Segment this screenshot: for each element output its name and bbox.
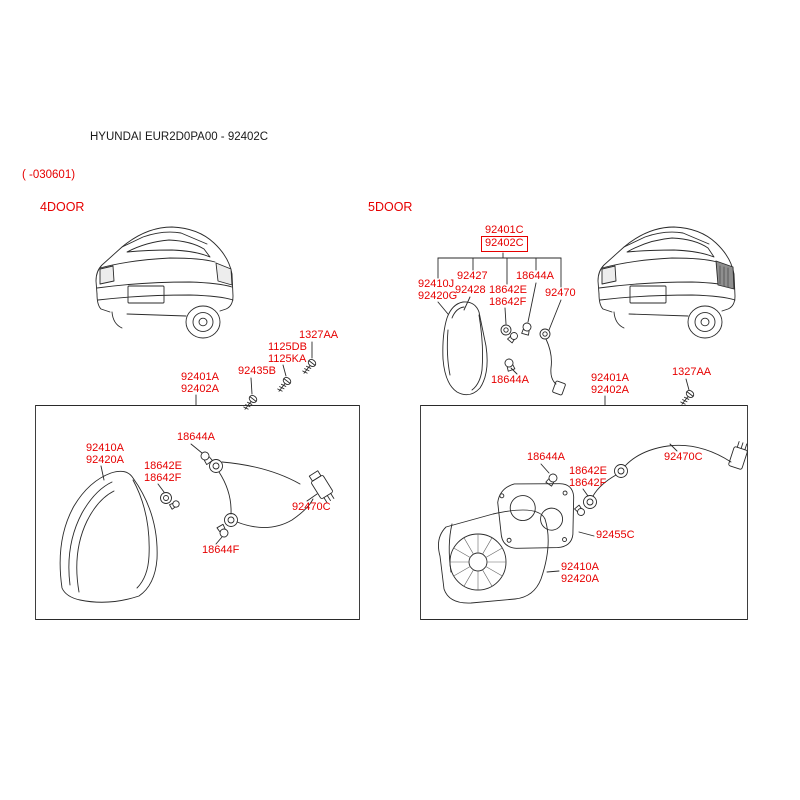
- part-number-18642f-box[interactable]: 18642F: [569, 476, 607, 489]
- part-number-92401a-5door[interactable]: 92401A: [591, 372, 629, 384]
- part-label-92410j-92420g-5door[interactable]: 92410J 92420G: [418, 278, 458, 302]
- part-label-92455c-5door-box[interactable]: 92455C: [596, 529, 635, 541]
- section-title-5door: 5DOOR: [368, 200, 413, 214]
- part-label-18644a-5door-mid[interactable]: 18644A: [491, 374, 529, 386]
- revision-code: ( -030601): [22, 169, 76, 181]
- detail-box-4door: [35, 405, 360, 620]
- part-number-18642e-box[interactable]: 18642E: [569, 465, 607, 477]
- part-number-92401a[interactable]: 92401A: [181, 371, 219, 383]
- harness-5door-drawing: [545, 441, 748, 516]
- part-label-18642e-18642f-5door-tree[interactable]: 18642E 18642F: [489, 284, 527, 308]
- part-label-18642e-18642f-4door-box[interactable]: 18642E 18642F: [144, 460, 182, 484]
- part-number-18642f[interactable]: 18642F: [144, 471, 182, 484]
- part-number-92410j[interactable]: 92410J: [418, 278, 455, 290]
- screw-92435b-4door-icon: [243, 395, 258, 410]
- part-label-18644a-4door-box[interactable]: 18644A: [177, 431, 215, 443]
- gasket-92455c-drawing: [497, 483, 575, 549]
- harness-4door-drawing: [160, 451, 335, 538]
- part-label-92470-5door[interactable]: 92470: [545, 287, 576, 299]
- part-number-92410a-box[interactable]: 92410A: [561, 561, 599, 573]
- part-label-92401c-5door[interactable]: 92401C: [485, 224, 524, 236]
- part-label-92401a-92402a-5door[interactable]: 92401A 92402A: [591, 372, 629, 396]
- part-number-92410a[interactable]: 92410A: [86, 442, 124, 454]
- leader-lines-4door: [100, 341, 318, 545]
- part-number-18642e[interactable]: 18642E: [144, 460, 182, 472]
- part-label-92470c-5door-box[interactable]: 92470C: [664, 451, 703, 463]
- lamp-lens-4door-drawing: [59, 470, 158, 603]
- lamp-unit-5door-drawing: [442, 301, 488, 396]
- part-label-92470c-4door-box[interactable]: 92470C: [292, 501, 331, 513]
- part-label-1327aa-4door[interactable]: 1327AA: [299, 329, 339, 341]
- part-number-92420g[interactable]: 92420G: [418, 289, 458, 302]
- leader-lines-5door: [437, 282, 690, 573]
- part-number-92402a[interactable]: 92402A: [181, 382, 219, 395]
- part-label-92427-5door[interactable]: 92427: [457, 270, 488, 282]
- detail-box-5door: [420, 405, 748, 620]
- part-label-92410a-92420a-4door-box[interactable]: 92410A 92420A: [86, 442, 124, 466]
- bulb-socket-5door-drawing: [500, 322, 566, 396]
- lamp-body-5door-drawing: [438, 509, 549, 604]
- part-label-18644a-5door-tree[interactable]: 18644A: [516, 270, 554, 282]
- car-5door-drawing: [597, 226, 736, 339]
- part-label-18644a-5door-box[interactable]: 18644A: [527, 451, 565, 463]
- screw-1125-4door-icon: [277, 377, 292, 392]
- part-label-1327aa-5door[interactable]: 1327AA: [672, 366, 712, 378]
- selected-part-highlight[interactable]: 92402C: [481, 236, 528, 252]
- part-number-92402a-5door[interactable]: 92402A: [591, 383, 629, 396]
- part-label-1125db-1125ka-4door[interactable]: 1125DB 1125KA: [268, 341, 307, 365]
- car-4door-drawing: [95, 226, 234, 339]
- part-number-1125db[interactable]: 1125DB: [268, 341, 307, 353]
- screw-1327aa-5door-icon: [680, 390, 695, 405]
- part-number-1125ka[interactable]: 1125KA: [268, 352, 307, 365]
- part-label-92428-5door[interactable]: 92428: [455, 284, 486, 296]
- screw-1327aa-4door-icon: [302, 359, 317, 374]
- part-label-92401a-92402a-4door[interactable]: 92401A 92402A: [181, 371, 219, 395]
- part-number-92420a[interactable]: 92420A: [86, 453, 124, 466]
- part-label-18642e-18642f-5door-box[interactable]: 18642E 18642F: [569, 465, 607, 489]
- part-label-92410a-92420a-5door-box[interactable]: 92410A 92420A: [561, 561, 599, 585]
- part-number-92420a-box[interactable]: 92420A: [561, 572, 599, 585]
- part-number-18642e-tree[interactable]: 18642E: [489, 284, 527, 296]
- tree-bracket-5door: [437, 252, 562, 288]
- part-label-92402c-5door-selected[interactable]: 92402C: [481, 236, 528, 252]
- page-title: HYUNDAI EUR2D0PA00 - 92402C: [90, 131, 269, 143]
- part-number-18642f-tree[interactable]: 18642F: [489, 295, 527, 308]
- part-label-18644f-4door-box[interactable]: 18644F: [202, 544, 240, 556]
- part-label-92435b-4door[interactable]: 92435B: [238, 365, 276, 377]
- section-title-4door: 4DOOR: [40, 200, 85, 214]
